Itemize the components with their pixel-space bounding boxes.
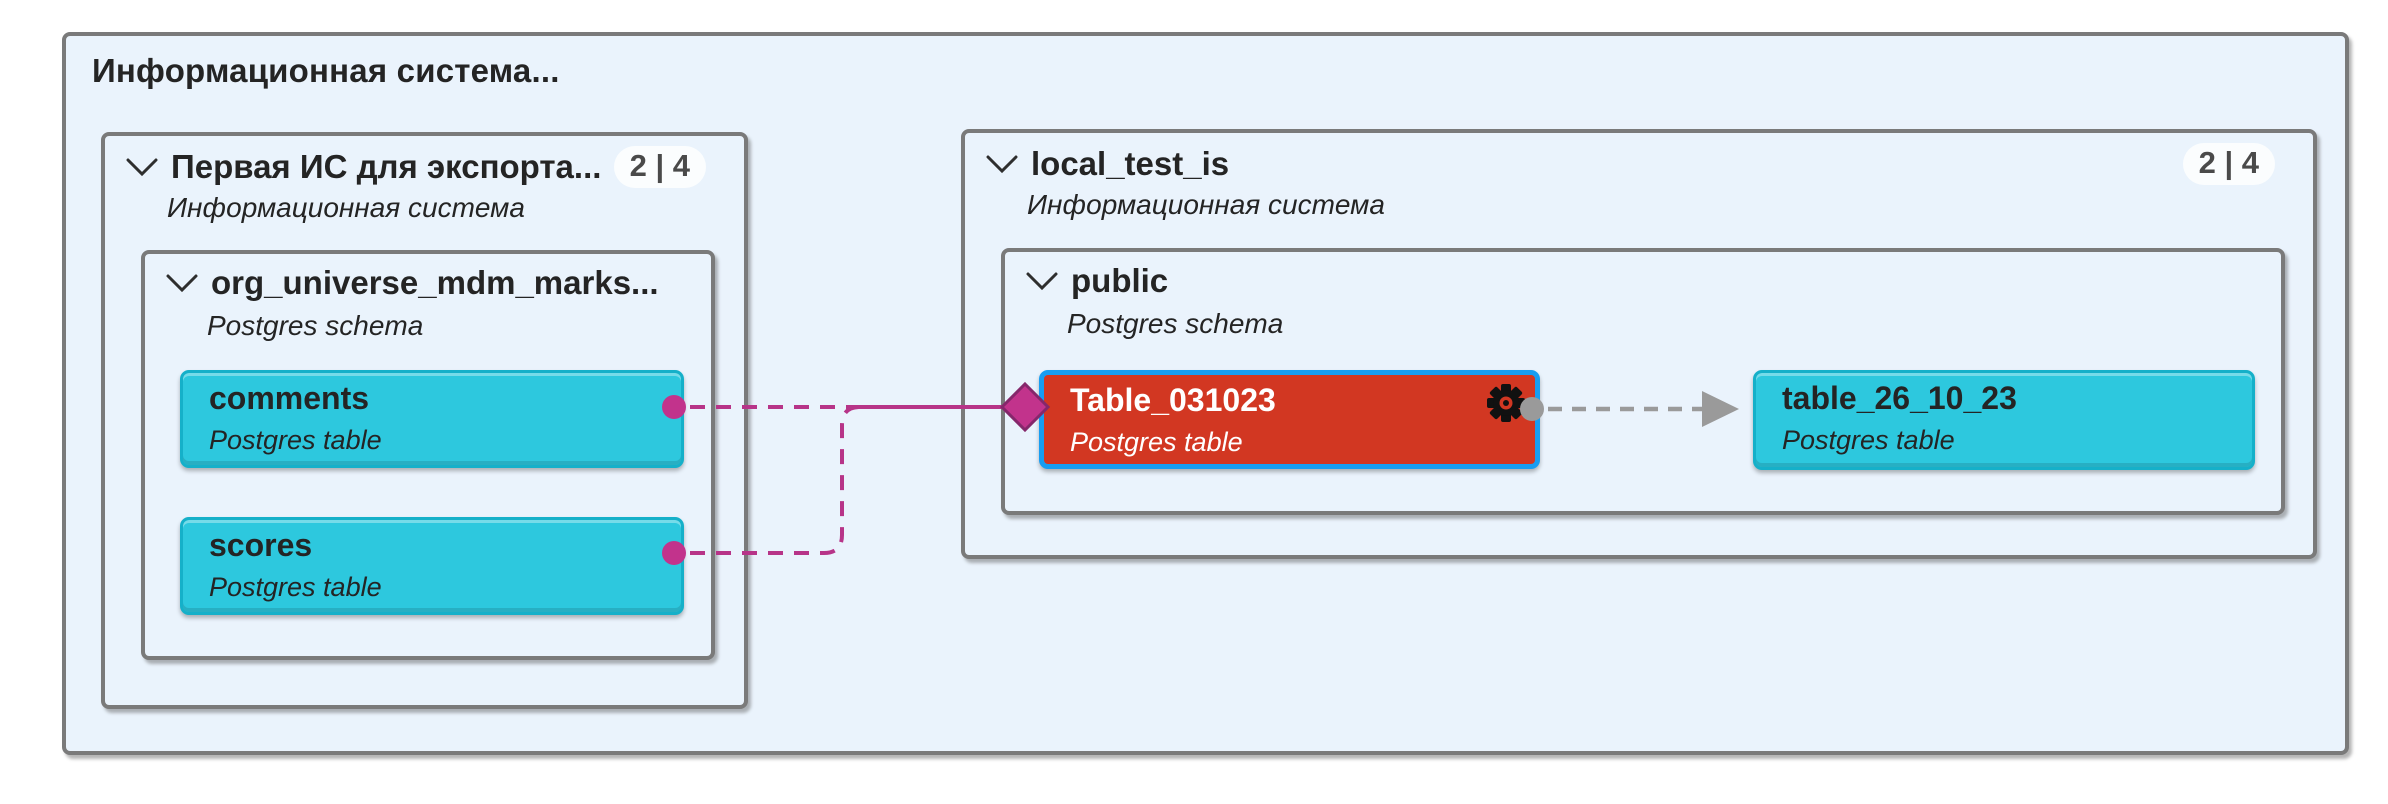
group-schema-org-universe[interactable]: org_universe_mdm_marks... Postgres schem… [141,250,715,660]
group-is-pervaya[interactable]: Первая ИС для экспорта... 2 | 4 Информац… [101,132,748,709]
edge-scores-to-table-031023[interactable] [690,405,861,555]
node-type-label: Postgres table [209,425,382,455]
group-count-badge: 2 | 4 [613,146,706,188]
chevron-down-icon[interactable] [985,154,1019,174]
gear-icon[interactable] [1485,382,1527,424]
node-table-26-10-23[interactable]: table_26_10_23 Postgres table [1753,370,2255,470]
group-information-system-root[interactable]: Информационная система... Первая ИС для … [62,32,2349,755]
chevron-down-icon[interactable] [1025,271,1059,291]
schema-title: public [1071,262,1169,299]
node-comments[interactable]: comments Postgres table [180,370,684,468]
node-type-label: Postgres table [1782,425,1955,455]
node-title: scores [209,527,313,563]
node-title: Table_031023 [1070,382,1276,418]
schema-title: org_universe_mdm_marks... [211,264,659,301]
node-type-label: Postgres table [1070,427,1243,457]
group-title: local_test_is [1031,145,1230,182]
node-table-031023[interactable]: Table_031023 Postgres table [1039,370,1540,469]
group-schema-public[interactable]: public Postgres schema Table_031023 Post… [1001,248,2285,515]
group-header: Первая ИС для экспорта... 2 | 4 [105,136,744,188]
node-title: table_26_10_23 [1782,380,2017,416]
group-is-local-test[interactable]: local_test_is 2 | 4 Информационная систе… [961,129,2317,559]
group-count-badge: 2 | 4 [2182,143,2275,185]
schema-type-label: Postgres schema [1067,308,1284,339]
node-title: comments [209,380,370,416]
group-header: org_universe_mdm_marks... [145,254,711,302]
group-header: public [1005,252,2281,300]
node-scores[interactable]: scores Postgres table [180,517,684,615]
group-type-label: Информационная система [167,192,525,223]
group-type-label: Информационная система [1027,189,1385,220]
chevron-down-icon[interactable] [165,273,199,293]
group-header: local_test_is 2 | 4 [965,133,2313,185]
root-group-title: Информационная система... [92,52,560,89]
chevron-down-icon[interactable] [125,157,159,177]
schema-type-label: Postgres schema [207,310,424,341]
node-type-label: Postgres table [209,572,382,602]
group-title: Первая ИС для экспорта... [171,148,602,185]
